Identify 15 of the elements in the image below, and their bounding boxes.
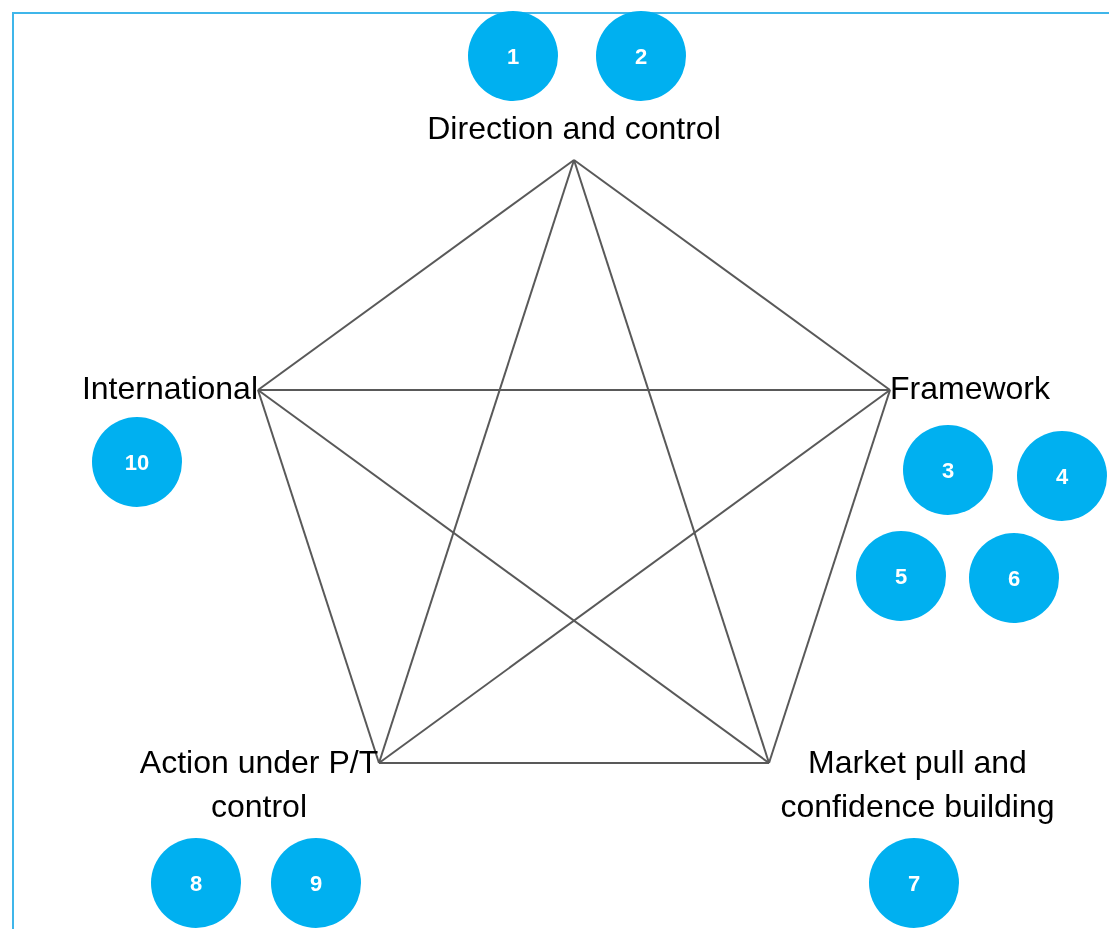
connector-line [573,159,770,764]
connector-line [257,389,770,764]
connector-line [573,159,891,391]
connector-line [257,389,891,391]
connector-line [257,159,575,391]
vertex-label: Action under P/T control [139,740,379,832]
connector-line [257,389,380,764]
connector-line [768,389,891,764]
vertex-label: Framework [890,366,1100,414]
connector-line [378,159,575,764]
vertex-label: International [20,366,258,414]
connector-line [378,389,891,764]
vertex-label: Market pull and confidence building [745,740,1090,832]
vertex-label: Direction and control [384,106,764,160]
connector-line [378,762,770,764]
